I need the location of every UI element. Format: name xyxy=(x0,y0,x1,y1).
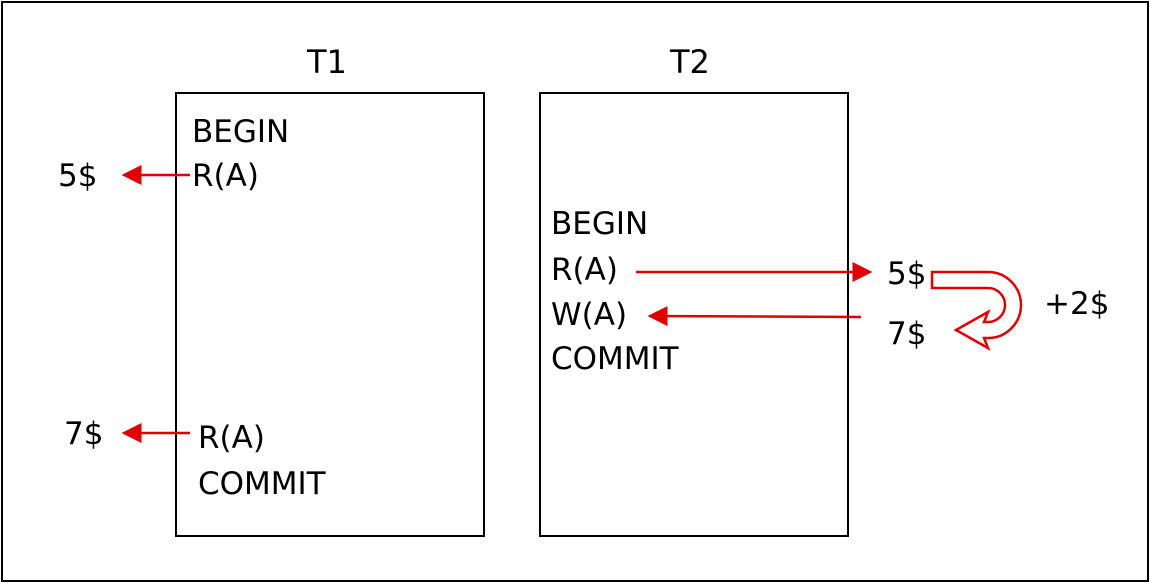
increment-uturn-arrow xyxy=(930,270,1023,351)
t1-commit: COMMIT xyxy=(198,466,326,502)
t2-begin: BEGIN xyxy=(551,206,649,242)
t1-begin: BEGIN xyxy=(192,114,290,150)
t2-box xyxy=(539,92,849,537)
t1-box xyxy=(175,92,485,537)
t1-title: T1 xyxy=(307,43,347,81)
t2-read-value: 5$ xyxy=(887,256,927,292)
t2-write: W(A) xyxy=(551,297,628,333)
t2-title: T2 xyxy=(670,43,710,81)
t1-first-read-value: 5$ xyxy=(58,158,98,194)
t2-write-arrow xyxy=(647,306,862,327)
increment-label: +2$ xyxy=(1044,286,1110,322)
t1-read-first: R(A) xyxy=(192,158,259,194)
t1-read-second: R(A) xyxy=(198,420,265,456)
t2-commit: COMMIT xyxy=(551,341,679,377)
t2-read: R(A) xyxy=(551,252,618,288)
t1-second-read-value: 7$ xyxy=(64,416,104,452)
t2-write-value: 7$ xyxy=(887,316,927,352)
